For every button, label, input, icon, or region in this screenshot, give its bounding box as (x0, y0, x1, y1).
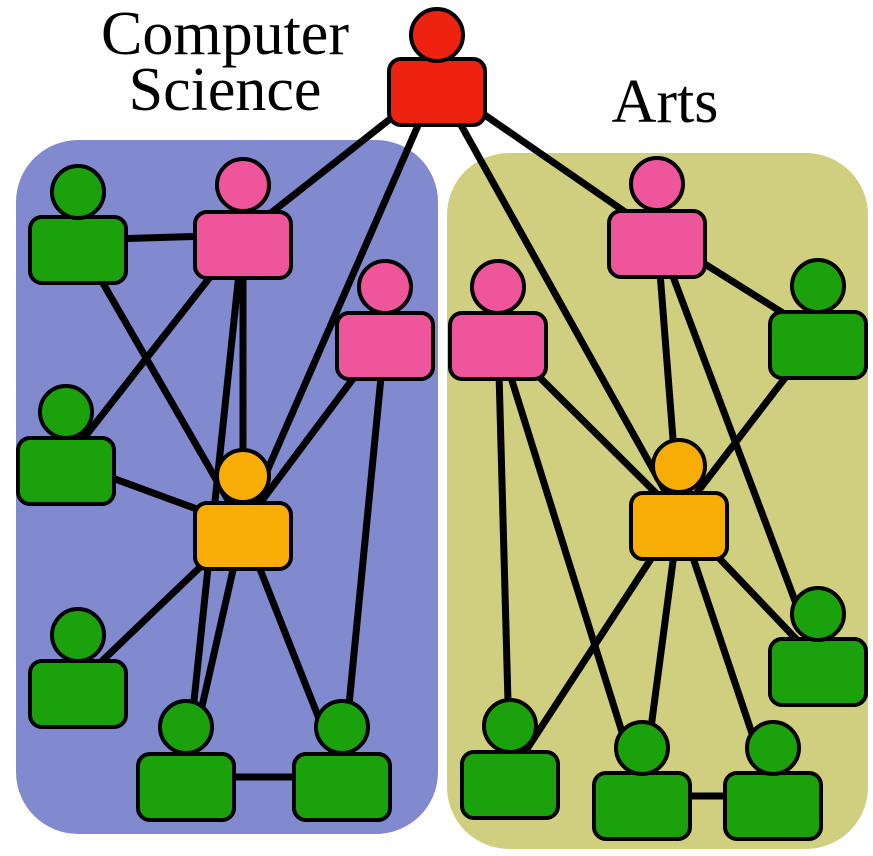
person-head-cs-green-topleft (50, 164, 106, 220)
person-node-arts-hub (629, 438, 729, 561)
person-body-cs-green-midleft (16, 436, 116, 506)
edge-top-to-arts-hub (433, 78, 683, 520)
person-node-cs-pink-right (335, 259, 435, 381)
person-body-arts-hub (629, 491, 729, 561)
person-body-arts-green-bottom2 (592, 771, 692, 841)
person-body-cs-pink-upper (193, 210, 293, 280)
person-node-arts-green-bottom1 (460, 698, 560, 820)
person-body-arts-pink-upper (607, 209, 707, 279)
person-body-arts-green-right-upper (768, 310, 868, 380)
person-body-arts-green-right-lower (768, 637, 868, 707)
person-node-arts-green-right-upper (768, 258, 868, 380)
person-node-cs-pink-upper (193, 157, 293, 280)
person-body-cs-green-lowleft (28, 659, 128, 729)
computer-science-label-line1: Computer (101, 0, 349, 68)
computer-science-label: Computer Science (60, 0, 390, 124)
person-node-arts-green-bottom2 (592, 720, 692, 841)
person-head-cs-green-bottom2 (314, 699, 370, 755)
person-body-cs-green-bottom2 (292, 752, 392, 822)
person-head-cs-pink-right (357, 259, 413, 315)
arts-label: Arts (611, 68, 719, 136)
person-body-cs-pink-right (335, 311, 435, 381)
person-body-cs-green-topleft (28, 215, 128, 285)
person-node-cs-green-topleft (28, 164, 128, 285)
edge-arts-pink-left-to-arts-green-bottom2 (494, 332, 646, 800)
person-head-cs-green-lowleft (50, 607, 106, 663)
person-body-cs-green-bottom1 (136, 752, 236, 822)
person-head-arts-pink-upper (629, 156, 685, 212)
person-head-arts-green-right-upper (790, 258, 846, 314)
person-head-top (409, 7, 465, 63)
person-head-cs-pink-upper (215, 157, 271, 213)
person-node-arts-green-bottom3 (723, 720, 823, 841)
person-node-cs-green-lowleft (28, 607, 128, 729)
person-node-arts-green-right-lower (768, 586, 868, 707)
person-head-arts-pink-left (470, 259, 526, 315)
nodes-layer (16, 7, 868, 841)
edge-top-to-cs-hub (239, 78, 441, 530)
person-head-cs-hub (215, 448, 271, 504)
person-body-arts-pink-left (448, 311, 548, 381)
person-node-arts-pink-upper (607, 156, 707, 279)
person-node-cs-green-bottom1 (136, 699, 236, 822)
person-head-cs-green-bottom1 (158, 699, 214, 755)
person-head-arts-green-bottom2 (614, 720, 670, 776)
person-head-arts-hub (651, 438, 707, 494)
computer-science-label-line2: Science (128, 56, 322, 124)
person-head-arts-green-right-lower (790, 586, 846, 642)
person-node-cs-green-midleft (16, 384, 116, 506)
person-head-cs-green-midleft (38, 384, 94, 440)
person-node-cs-hub (193, 448, 293, 571)
edge-arts-pink-upper-to-arts-green-right-lower (653, 230, 822, 666)
person-body-cs-hub (193, 501, 293, 571)
person-body-arts-green-bottom3 (723, 771, 823, 841)
person-body-arts-green-bottom1 (460, 750, 560, 820)
person-node-arts-pink-left (448, 259, 548, 381)
person-body-top (387, 57, 487, 127)
person-node-cs-green-bottom2 (292, 699, 392, 822)
person-node-top (387, 7, 487, 127)
person-head-arts-green-bottom3 (745, 720, 801, 776)
person-head-arts-green-bottom1 (482, 698, 538, 754)
